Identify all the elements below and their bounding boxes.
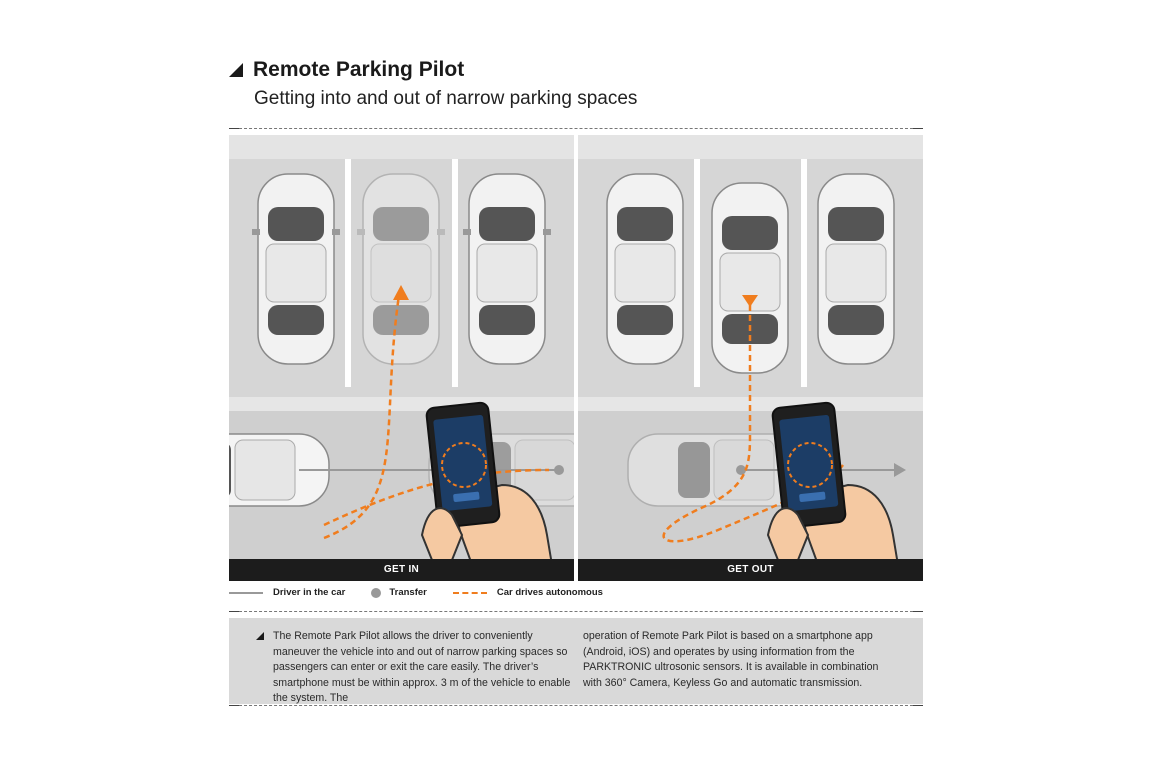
legend: Driver in the car Transfer Car drives au… bbox=[229, 587, 629, 598]
legend-driver: Driver in the car bbox=[229, 587, 345, 598]
get-out-panel: GET OUT bbox=[578, 135, 923, 581]
legend-autonomous-label: Car drives autonomous bbox=[496, 587, 603, 598]
get-out-label: GET OUT bbox=[578, 559, 923, 581]
get-out-illustration bbox=[578, 135, 923, 581]
legend-transfer-label: Transfer bbox=[389, 587, 427, 598]
page-title-text: Remote Parking Pilot bbox=[253, 58, 465, 81]
legend-autonomous: Car drives autonomous bbox=[452, 587, 603, 598]
header: Remote Parking Pilot bbox=[229, 58, 464, 82]
dot-icon bbox=[371, 587, 382, 598]
description-box: The Remote Park Pilot allows the driver … bbox=[229, 618, 923, 704]
page-subtitle: Getting into and out of narrow parking s… bbox=[254, 88, 638, 109]
get-in-illustration bbox=[229, 135, 574, 581]
get-in-panel: GET IN bbox=[229, 135, 574, 581]
legend-transfer: Transfer bbox=[371, 587, 427, 598]
triangle-icon bbox=[229, 63, 243, 77]
get-in-label: GET IN bbox=[229, 559, 574, 581]
top-divider bbox=[229, 128, 923, 129]
triangle-icon bbox=[256, 632, 264, 640]
legend-driver-label: Driver in the car bbox=[273, 587, 346, 598]
bottom-divider bbox=[229, 611, 923, 612]
description-col-1: The Remote Park Pilot allows the driver … bbox=[273, 630, 571, 704]
footer-divider bbox=[229, 705, 923, 706]
description-col-2: operation of Remote Park Pilot is based … bbox=[583, 630, 879, 689]
page-title: Remote Parking Pilot bbox=[229, 58, 464, 82]
dashed-line-icon bbox=[452, 591, 487, 594]
solid-line-icon bbox=[229, 591, 263, 594]
